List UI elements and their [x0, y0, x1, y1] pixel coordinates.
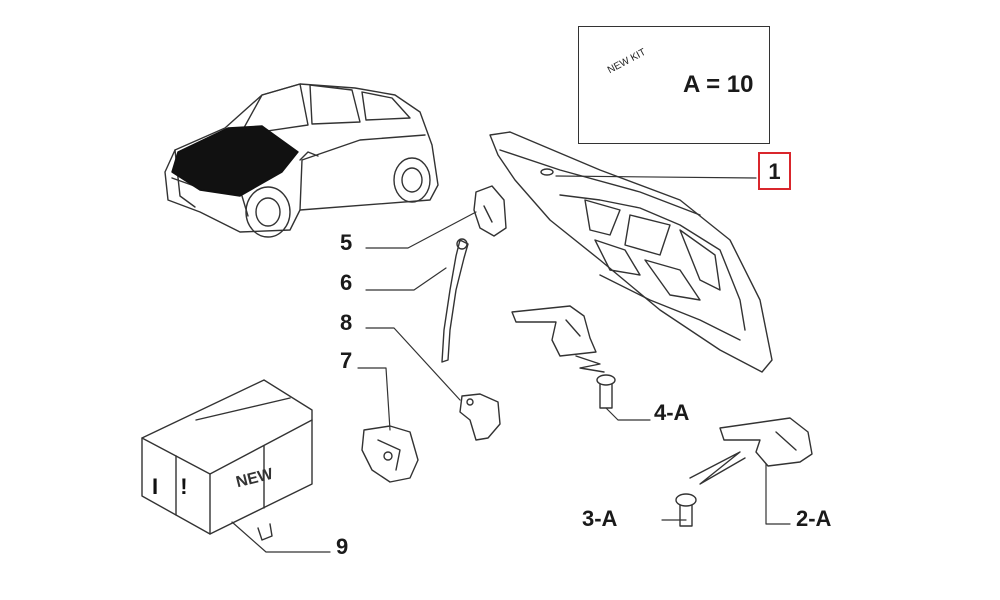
car-bonnet-highlight [171, 125, 299, 197]
callout-9[interactable]: 9 [336, 534, 349, 559]
hinge-2a-part [689, 417, 813, 485]
hinge-4a-part [511, 305, 605, 373]
bolt-3a-part [675, 493, 697, 527]
callout-6[interactable]: 6 [340, 270, 353, 295]
bonnet-part [489, 131, 773, 373]
crate-fragile-marks: I ! [152, 474, 196, 499]
callout-4a[interactable]: 4-A [654, 400, 690, 425]
retaining-clip-part [361, 425, 419, 483]
bolt-4a-part [596, 374, 616, 409]
callout-7[interactable]: 7 [340, 348, 353, 373]
stay-clip-part [473, 185, 507, 237]
callout-1-highlight[interactable]: 1 [758, 152, 791, 190]
kit-info-panel: A = 10 [578, 26, 770, 144]
callout-2a[interactable]: 2-A [796, 506, 832, 531]
kit-quantity-label: A = 10 [683, 71, 754, 98]
new-parts-crate [141, 379, 313, 541]
latch-bracket-part [459, 393, 501, 441]
support-rod-part [441, 238, 469, 363]
callout-1: 1 [768, 159, 781, 184]
leader-lines [231, 175, 791, 553]
callout-8[interactable]: 8 [340, 310, 353, 335]
callout-5[interactable]: 5 [340, 230, 353, 255]
callout-3a[interactable]: 3-A [582, 506, 618, 531]
